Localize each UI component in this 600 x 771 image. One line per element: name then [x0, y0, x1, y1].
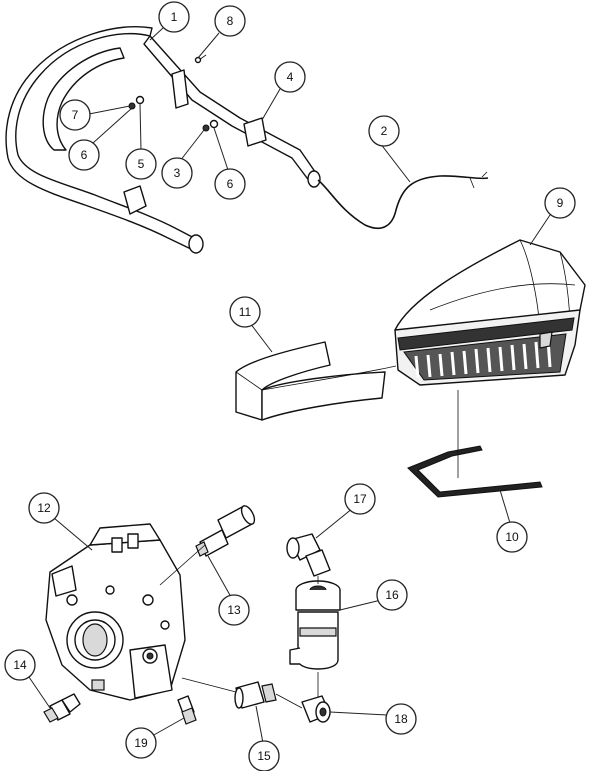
callout-18: 18	[385, 703, 417, 735]
callout-15: 15	[248, 740, 280, 771]
cable	[317, 171, 489, 229]
fitting	[195, 505, 256, 557]
svg-text:14: 14	[13, 658, 27, 672]
svg-text:10: 10	[505, 530, 519, 544]
callout-6b: 6	[214, 168, 246, 200]
svg-text:15: 15	[257, 749, 271, 763]
callout-5: 5	[125, 148, 157, 180]
callout-17: 17	[344, 483, 376, 515]
small-nipple	[177, 695, 197, 725]
elbow-fitting-2	[301, 695, 331, 723]
callout-11: 11	[229, 296, 261, 328]
pump-assembly	[45, 523, 186, 701]
engine-cover	[394, 239, 586, 386]
svg-text:6: 6	[227, 177, 234, 191]
seal-strip	[407, 390, 543, 498]
callout-12: 12	[28, 492, 60, 524]
callout-16: 16	[376, 579, 408, 611]
svg-text:2: 2	[381, 124, 388, 138]
callout-19: 19	[125, 727, 157, 759]
svg-text:7: 7	[72, 108, 79, 122]
callout-8: 8	[214, 5, 246, 37]
callout-9: 9	[544, 187, 576, 219]
callout-14: 14	[4, 649, 36, 681]
callout-2: 2	[368, 115, 400, 147]
svg-text:9: 9	[557, 196, 564, 210]
coupling	[234, 681, 277, 709]
valve	[43, 693, 81, 723]
svg-text:12: 12	[37, 501, 51, 515]
svg-text:13: 13	[227, 603, 241, 617]
pad	[235, 341, 397, 421]
small-hardware	[128, 54, 219, 132]
pressure-switch	[289, 580, 341, 702]
callout-3: 3	[161, 157, 193, 189]
callout-4: 4	[274, 61, 306, 93]
svg-text:3: 3	[174, 166, 181, 180]
svg-text:11: 11	[239, 305, 252, 319]
assembly-lines	[159, 544, 303, 709]
callout-10: 10	[496, 521, 528, 553]
svg-text:1: 1	[171, 10, 178, 24]
svg-text:17: 17	[353, 492, 367, 506]
svg-text:18: 18	[394, 712, 408, 726]
svg-text:19: 19	[134, 736, 148, 750]
svg-text:5: 5	[138, 157, 145, 171]
svg-text:8: 8	[227, 14, 234, 28]
callout-6a: 6	[68, 139, 100, 171]
callout-7: 7	[59, 99, 91, 131]
svg-text:16: 16	[385, 588, 399, 602]
svg-text:4: 4	[287, 70, 294, 84]
callout-13: 13	[218, 594, 250, 626]
svg-text:6: 6	[81, 148, 88, 162]
elbow-fitting	[286, 533, 331, 584]
handle-bar-frame	[5, 25, 321, 254]
leader-lines	[28, 27, 551, 744]
callout-1: 1	[158, 1, 190, 33]
